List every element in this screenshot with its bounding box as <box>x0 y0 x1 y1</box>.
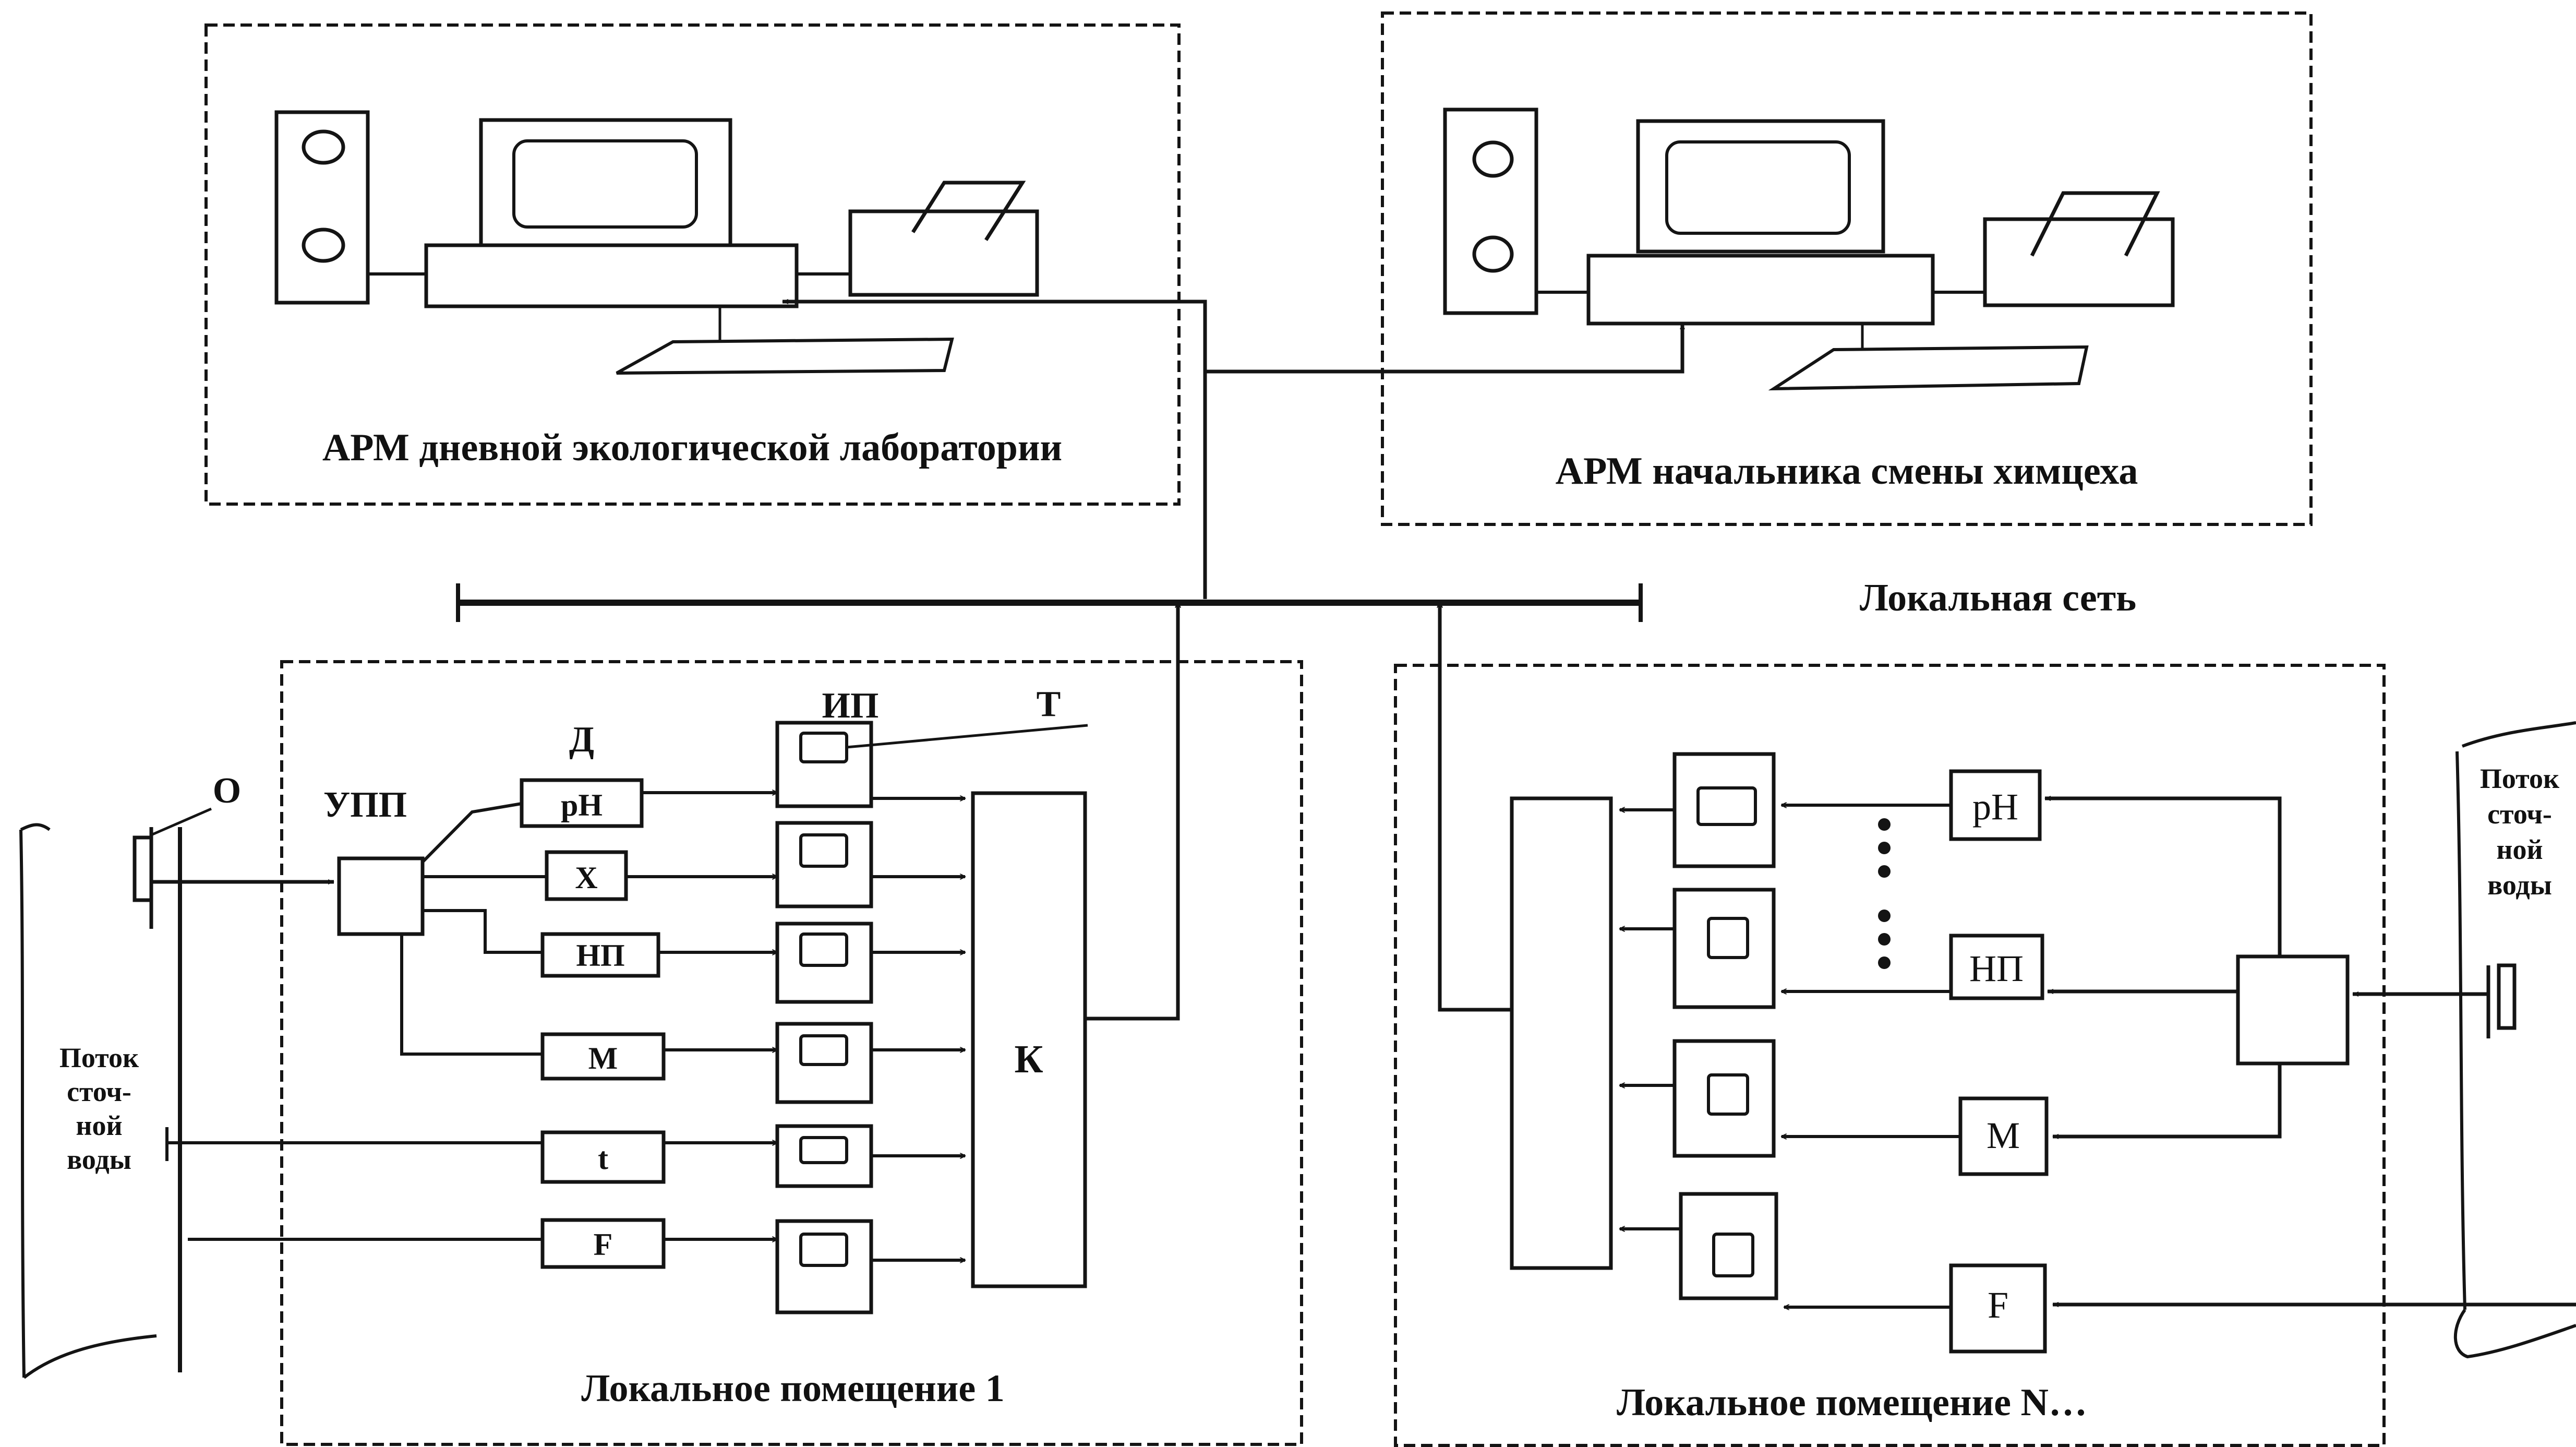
room1-sensor-m <box>540 1032 666 1081</box>
right-stream-line-4: воды <box>2487 869 2552 901</box>
roomN-panel: pH НП M F Локальное помещение N… <box>1394 603 2386 1447</box>
room1-sensor-x-label: X <box>575 860 597 895</box>
room1-row-f: F <box>188 1218 965 1314</box>
room1-sensor-ph <box>520 778 644 828</box>
arm-lab-monitor <box>479 118 732 247</box>
room1-sensor-f-label: F <box>594 1227 613 1262</box>
left-stream: Поток сточ- ной воды <box>19 807 334 1379</box>
room1-k-label: К <box>1014 1037 1043 1081</box>
room1-upp-box <box>337 856 425 936</box>
network-label: Локальная сеть <box>1860 577 2136 619</box>
arm-lab-label: АРМ дневной экологической лаборатории <box>322 426 1062 469</box>
arm-lab-panel: АРМ дневной экологической лаборатории <box>204 23 1181 506</box>
sampling-probe-right <box>2486 963 2517 1038</box>
roomN-indicator-1 <box>1672 752 1776 868</box>
roomN-sensor-ph-label: pH <box>1972 786 2018 828</box>
room1-upp-label: УПП <box>323 785 407 825</box>
left-stream-line-4: воды <box>67 1144 131 1175</box>
left-stream-line-3: ной <box>76 1110 122 1141</box>
roomN-controller <box>1510 796 1613 1270</box>
roomN-splitter-box <box>2236 954 2350 1066</box>
room1-controller-k <box>971 791 1087 1288</box>
roomN-sensor-np <box>1949 934 2044 1000</box>
room1-ip-header: ИП <box>822 686 879 726</box>
room1-indicator-6 <box>775 1219 873 1314</box>
roomN-ellipsis <box>1878 818 1891 969</box>
room1-sensor-np-label: НП <box>576 938 624 973</box>
room1-sensor-t-label: t <box>598 1141 608 1176</box>
arm-chief-keyboard <box>1768 345 2089 391</box>
right-stream-line-3: ной <box>2496 834 2543 865</box>
room1-row-np: НП <box>423 909 965 1004</box>
sampling-probe-left <box>133 807 212 929</box>
arm-lab-speaker <box>274 110 370 305</box>
room1-sensor-m-label: M <box>588 1041 618 1075</box>
room1-sensor-ph-label: pH <box>561 788 603 822</box>
right-stream-line-2: сточ- <box>2487 798 2552 830</box>
roomN-sensor-m-label: M <box>1987 1115 2020 1156</box>
room1-row-x: X <box>423 821 965 908</box>
roomN-indicator-4 <box>1679 1192 1778 1300</box>
room1-indicator-4 <box>775 1022 873 1104</box>
roomN-indicator-3 <box>1672 1039 1776 1158</box>
room1-label: Локальное помещение 1 <box>581 1367 1005 1410</box>
arm-lab-printer <box>848 181 1039 297</box>
room1-row-m: M <box>400 934 965 1104</box>
arm-lab-keyboard <box>616 337 954 375</box>
room1-t-label: Т <box>1037 684 1061 724</box>
room1-row-t: t <box>165 1124 965 1188</box>
roomN-sensor-np-label: НП <box>1969 948 2024 989</box>
room1-sensor-np <box>540 932 660 978</box>
room1-sensors-header: Д <box>569 720 594 760</box>
arm-chief-monitor <box>1636 119 1885 254</box>
right-stream: Поток сточ- ной воды <box>2052 721 2576 1359</box>
arm-chief-speaker <box>1443 107 1538 315</box>
room1-indicator-3 <box>775 922 873 1004</box>
right-stream-line-1: Поток <box>2480 763 2560 794</box>
local-network-bus <box>456 583 1643 622</box>
arm-chief-panel: АРМ начальника смены химцеха <box>1381 11 2313 526</box>
network-links <box>782 299 1685 599</box>
left-stream-line-2: сточ- <box>67 1076 131 1107</box>
arm-lab-system-unit <box>424 243 799 308</box>
room1-o-label: О <box>213 771 241 811</box>
roomN-sensor-f-label: F <box>1988 1284 2008 1326</box>
roomN-indicator-2 <box>1672 888 1776 1009</box>
roomN-label: Локальное помещение N… <box>1617 1381 2087 1424</box>
room1-row-ph: pH <box>421 721 1088 864</box>
room1-indicator-1 <box>775 721 873 808</box>
arm-chief-system-unit <box>1586 254 1935 326</box>
left-stream-line-1: Поток <box>59 1042 139 1073</box>
room1-indicator-5 <box>775 1124 873 1188</box>
arm-chief-printer <box>1983 191 2175 307</box>
room1-sensor-f <box>540 1218 666 1269</box>
arm-chief-label: АРМ начальника смены химцеха <box>1556 450 2138 493</box>
room1-panel: Д ИП Т УПП О К <box>213 603 1303 1446</box>
room1-sensor-t <box>540 1130 666 1184</box>
room1-indicator-2 <box>775 821 873 908</box>
